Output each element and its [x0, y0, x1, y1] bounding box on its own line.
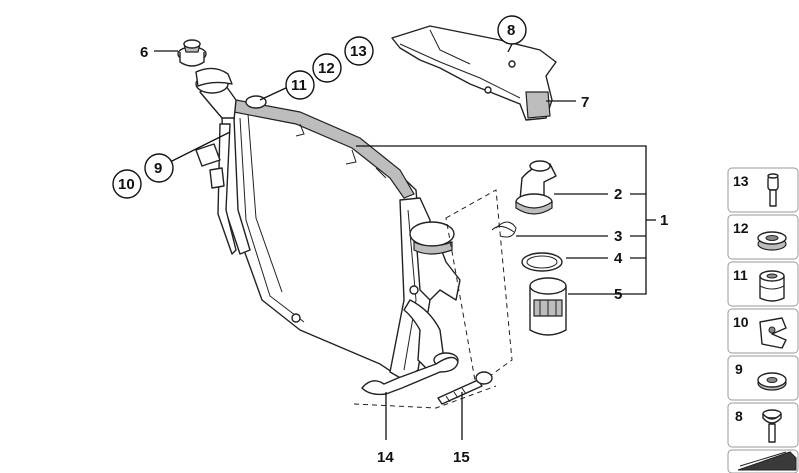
callout-3: 3	[614, 228, 622, 245]
side-panel-item-10: 10	[727, 308, 799, 354]
side-panel-item-9: 9	[727, 355, 799, 401]
callout-15: 15	[453, 449, 470, 466]
filler-neck	[195, 67, 233, 87]
assembly-dash-frame	[445, 189, 513, 387]
clamp-part3	[495, 221, 517, 238]
callout-11: 11	[291, 77, 307, 94]
tank-elbow-part2	[515, 160, 557, 215]
air-duct-cover	[391, 25, 557, 121]
grommet-icon	[757, 231, 787, 251]
clip-nut-icon	[759, 317, 787, 349]
seal-ring	[245, 95, 267, 109]
assembly-dash-bottom	[353, 385, 497, 409]
rubber-mount-icon	[759, 270, 785, 302]
clamp-part3-inner	[491, 226, 515, 233]
callout-5: 5	[614, 286, 622, 303]
callout-circle-12	[312, 53, 342, 83]
callout-circle-9	[144, 153, 174, 183]
callout-10: 10	[118, 176, 135, 193]
plug-bolt-icon	[767, 173, 779, 207]
bolt-part15	[437, 371, 493, 405]
callout-14: 14	[377, 449, 394, 466]
side-label-11: 11	[733, 267, 748, 283]
side-panel-item-13: 13	[727, 167, 799, 213]
side-panel-item-arrow[interactable]	[727, 449, 799, 473]
side-panel: 13 12 11	[727, 167, 799, 473]
callout-13: 13	[350, 43, 367, 60]
callout-2: 2	[614, 186, 622, 203]
page-arrow-icon	[737, 451, 797, 471]
callout-9: 9	[154, 160, 162, 177]
washer-icon	[757, 372, 787, 391]
callout-1: 1	[660, 212, 668, 229]
callout-circle-8	[497, 15, 527, 45]
callout-circle-10	[112, 169, 142, 199]
side-panel-item-8: 8	[727, 402, 799, 448]
side-panel-item-11: 11	[727, 261, 799, 307]
side-label-8: 8	[735, 408, 743, 424]
side-label-13: 13	[733, 173, 749, 189]
side-label-9: 9	[735, 361, 743, 377]
side-panel-item-12: 12	[727, 214, 799, 260]
radiator	[195, 74, 461, 381]
expansion-cap	[177, 39, 207, 67]
callout-7: 7	[581, 94, 589, 111]
callout-6: 6	[140, 44, 148, 61]
callout-circle-11	[285, 70, 315, 100]
callout-8: 8	[507, 22, 515, 39]
side-label-12: 12	[733, 220, 749, 236]
hook-part14	[361, 356, 459, 396]
callout-circle-13	[344, 36, 374, 66]
side-label-10: 10	[733, 314, 749, 330]
expanding-rivet-icon	[762, 409, 782, 443]
callout-12: 12	[318, 60, 335, 77]
callout-4: 4	[614, 250, 623, 267]
filter-housing-part5	[529, 277, 567, 336]
